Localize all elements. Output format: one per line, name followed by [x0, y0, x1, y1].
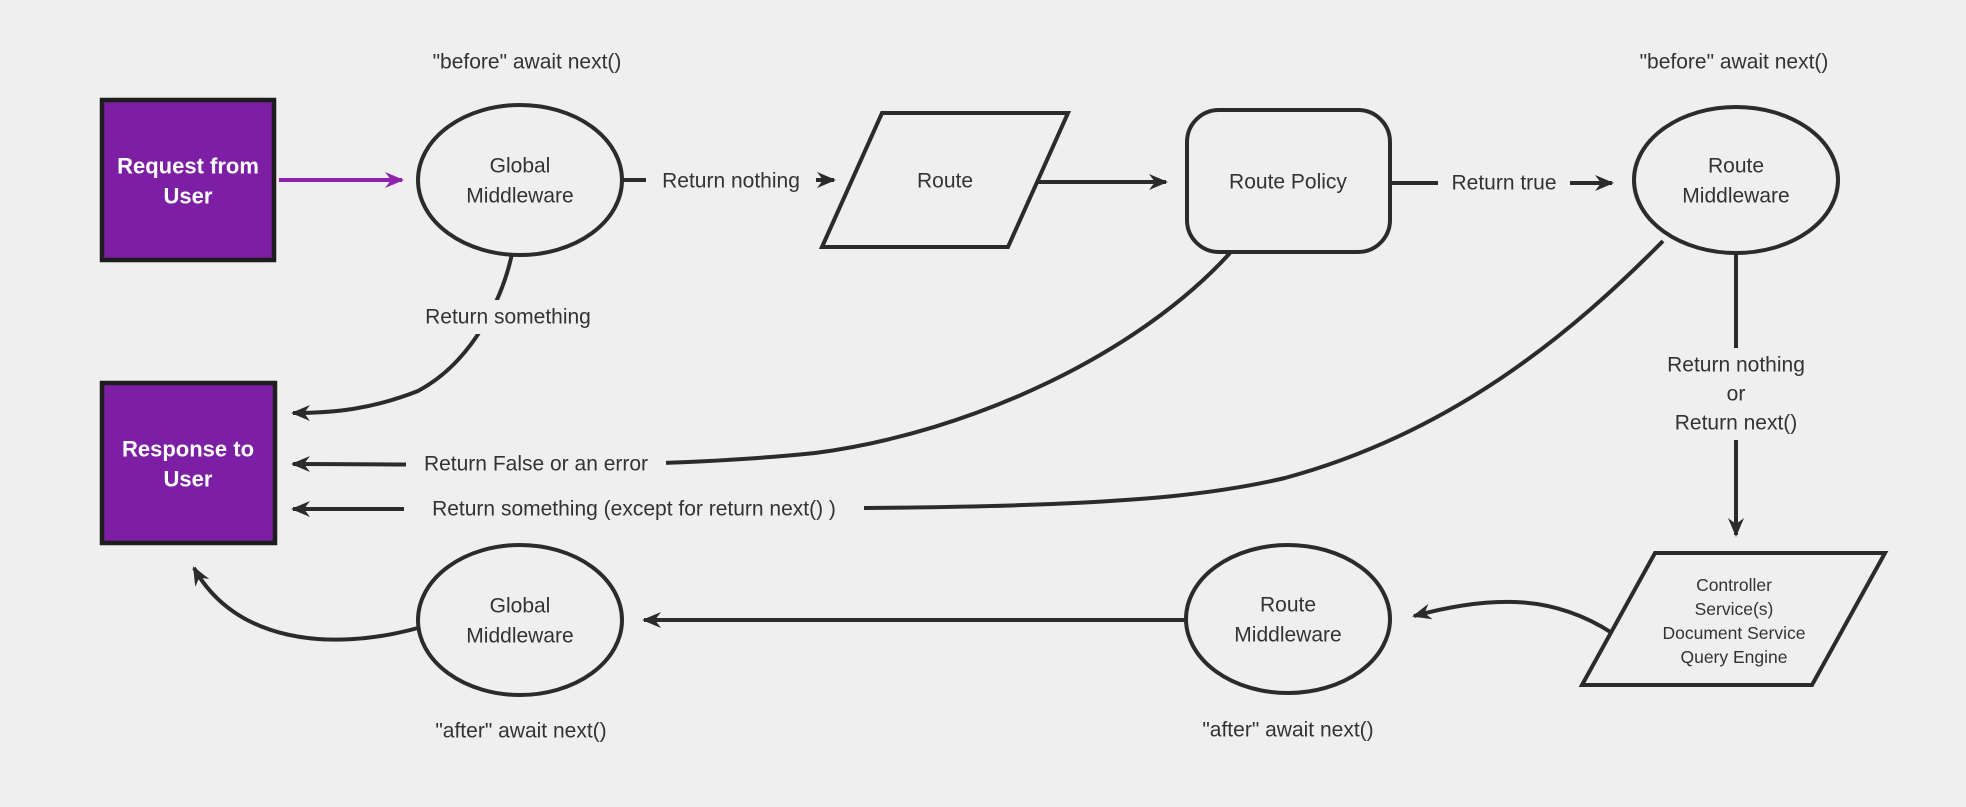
node-global-middleware-top: Global Middleware: [416, 103, 624, 257]
label-bg: [1642, 348, 1830, 440]
node-route: Route: [818, 111, 1072, 249]
response-to-user-box: [99, 380, 278, 546]
global-middleware-bottom-ellipse: [416, 543, 624, 697]
request-from-user-box: [99, 97, 277, 263]
route-middleware-top-ellipse: [1632, 105, 1840, 255]
node-request-from-user: Request from User: [99, 97, 277, 263]
edge-label-backgrounds: [404, 164, 1830, 526]
node-route-middleware-bottom: Route Middleware: [1184, 543, 1392, 695]
global-middleware-top-line2: Middleware: [466, 185, 573, 208]
route-middleware-top-line1: Route: [1708, 155, 1764, 178]
controller-line4: Query Engine: [1680, 647, 1787, 667]
route-policy-label: Route Policy: [1229, 171, 1347, 194]
label-bg: [406, 447, 666, 481]
node-route-policy: Route Policy: [1185, 108, 1392, 254]
edge-label-return-false: Return False or an error: [424, 453, 648, 476]
route-middleware-bottom-line1: Route: [1260, 594, 1316, 617]
request-label-line2: User: [164, 184, 213, 209]
edge-label-return-nothing-or-line1: Return nothing: [1667, 354, 1805, 377]
request-label-line1: Request from: [117, 154, 259, 179]
route-middleware-top-line2: Middleware: [1682, 185, 1789, 208]
edge-label-return-nothing-top: Return nothing: [662, 170, 800, 193]
node-response-to-user: Response to User: [99, 380, 278, 546]
node-controller-services: Controller Service(s) Document Service Q…: [1578, 551, 1889, 687]
response-label-line2: User: [164, 467, 213, 492]
route-middleware-bottom-ellipse: [1184, 543, 1392, 695]
edge-label-return-something-except: Return something (except for return next…: [432, 498, 836, 521]
global-middleware-top-line1: Global: [490, 155, 551, 178]
node-global-middleware-bottom: Global Middleware: [416, 543, 624, 697]
label-bg: [411, 300, 605, 334]
controller-parallelogram: [1578, 551, 1889, 687]
route-parallelogram: [818, 111, 1072, 249]
edge-labels: "before" await next() "before" await nex…: [424, 51, 1828, 743]
global-middleware-bottom-line2: Middleware: [466, 625, 573, 648]
global-middleware-bottom-line1: Global: [490, 595, 551, 618]
controller-line1: Controller: [1696, 575, 1772, 595]
global-middleware-top-ellipse: [416, 103, 624, 257]
edge-label-return-something: Return something: [425, 306, 591, 329]
edge-return-something: [291, 253, 514, 421]
route-policy-box: [1185, 108, 1392, 254]
route-label: Route: [917, 170, 973, 193]
node-route-middleware-top: Route Middleware: [1632, 105, 1840, 255]
edge-label-before-await-left: "before" await next(): [433, 51, 622, 74]
controller-line2: Service(s): [1695, 599, 1774, 619]
edge-label-return-nothing-or-line3: Return next(): [1675, 412, 1798, 435]
edge-label-before-await-right: "before" await next(): [1640, 51, 1829, 74]
controller-line3: Document Service: [1663, 623, 1806, 643]
response-label-line1: Response to: [122, 437, 254, 462]
edge-label-return-true: Return true: [1451, 172, 1556, 195]
edge-label-return-nothing-or-line2: or: [1727, 383, 1746, 406]
edge-label-after-await-left: "after" await next(): [435, 720, 606, 743]
edge-controller-to-route-middleware-bottom: [1412, 599, 1614, 635]
label-bg: [404, 492, 864, 526]
edge-global-middleware-bottom-to-response: [192, 566, 419, 642]
edge-label-after-await-right: "after" await next(): [1202, 719, 1373, 742]
label-bg: [1438, 166, 1570, 200]
route-middleware-bottom-line2: Middleware: [1234, 624, 1341, 647]
nodes: Request from User Global Middleware Rout…: [99, 97, 1889, 697]
label-bg: [646, 164, 816, 198]
